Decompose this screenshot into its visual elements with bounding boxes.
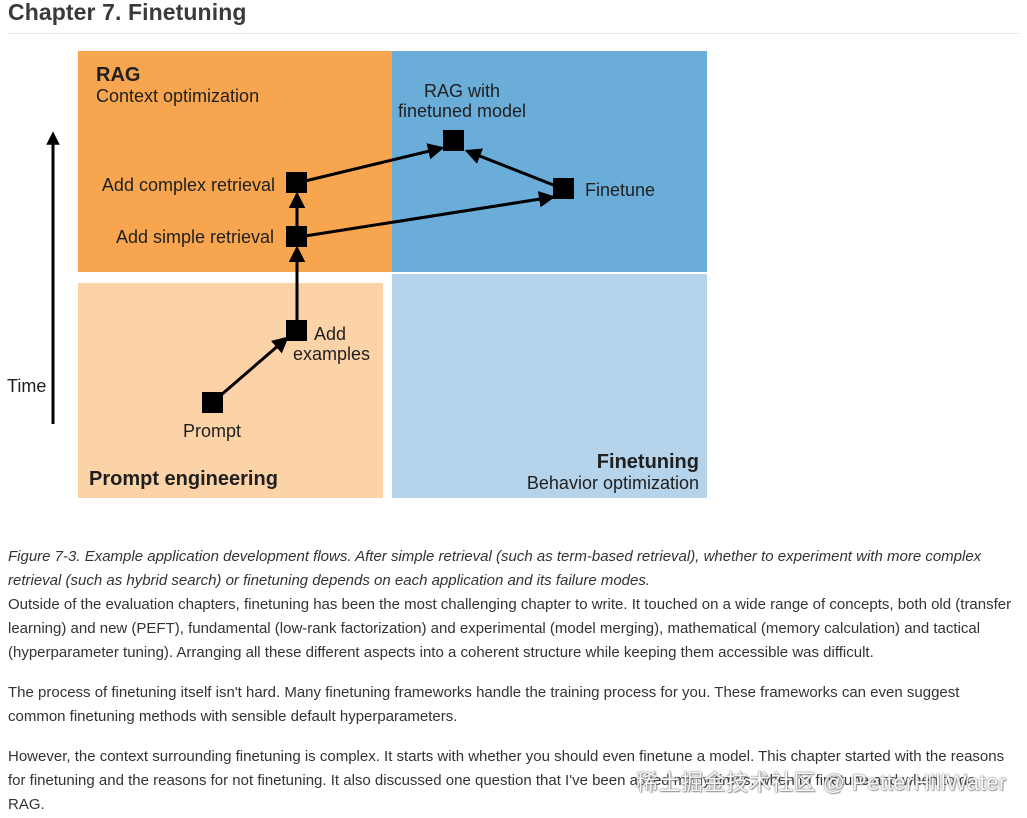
node-add-complex-retrieval [286,172,307,193]
node-add-simple-retrieval [286,226,307,247]
label-finetune: Finetune [585,180,655,200]
label-add-complex-retrieval: Add complex retrieval [102,175,275,195]
rag-quadrant [78,51,392,272]
arrow-complex-to-rag-finetuned [304,143,445,183]
arrow-finetune-to-rag-finetuned [464,148,557,188]
figure-caption: Figure 7-3. Example application developm… [8,548,982,589]
label-prompt: Prompt [183,421,241,441]
node-finetune [553,178,574,199]
label-add-examples-line1: Add [314,324,346,344]
finetuning-quadrant-title: Finetuning [597,451,699,473]
body-paragraph-2: The process of finetuning itself isn't h… [8,684,960,725]
prompt-engineering-label: Prompt engineering [89,468,278,490]
application-flow-diagram: RAG Context optimization Prompt engineer… [7,51,707,498]
finetuning-quadrant [392,274,707,498]
label-rag-finetuned-line1: RAG with [424,81,500,101]
rag-quadrant-subtitle: Context optimization [96,86,259,106]
arrow-simple-to-finetune [304,191,556,238]
prompt-engineering-quadrant [78,283,383,498]
body-paragraph-3: However, the context surrounding finetun… [8,748,1005,813]
arrow-prompt-to-add-examples [212,336,289,404]
finetuning-quadrant-subtitle: Behavior optimization [527,473,699,493]
watermark: 稀土掘金技术社区 @ PetterHillWater [636,770,1007,795]
rag-quadrant-title: RAG [96,64,140,86]
label-add-examples-line2: examples [293,344,370,364]
title-divider [8,33,1019,34]
rag-finetuning-quadrant [392,51,707,272]
chapter-title: Chapter 7. Finetuning [8,0,247,25]
node-rag-finetuned [443,130,464,151]
label-add-simple-retrieval: Add simple retrieval [116,227,274,247]
node-add-examples [286,320,307,341]
node-prompt [202,392,223,413]
label-rag-finetuned-line2: finetuned model [398,101,526,121]
time-axis-label: Time [7,376,46,396]
figure-7-3: RAG Context optimization Prompt engineer… [0,44,720,506]
body-paragraph-1: Outside of the evaluation chapters, fine… [8,596,1012,661]
